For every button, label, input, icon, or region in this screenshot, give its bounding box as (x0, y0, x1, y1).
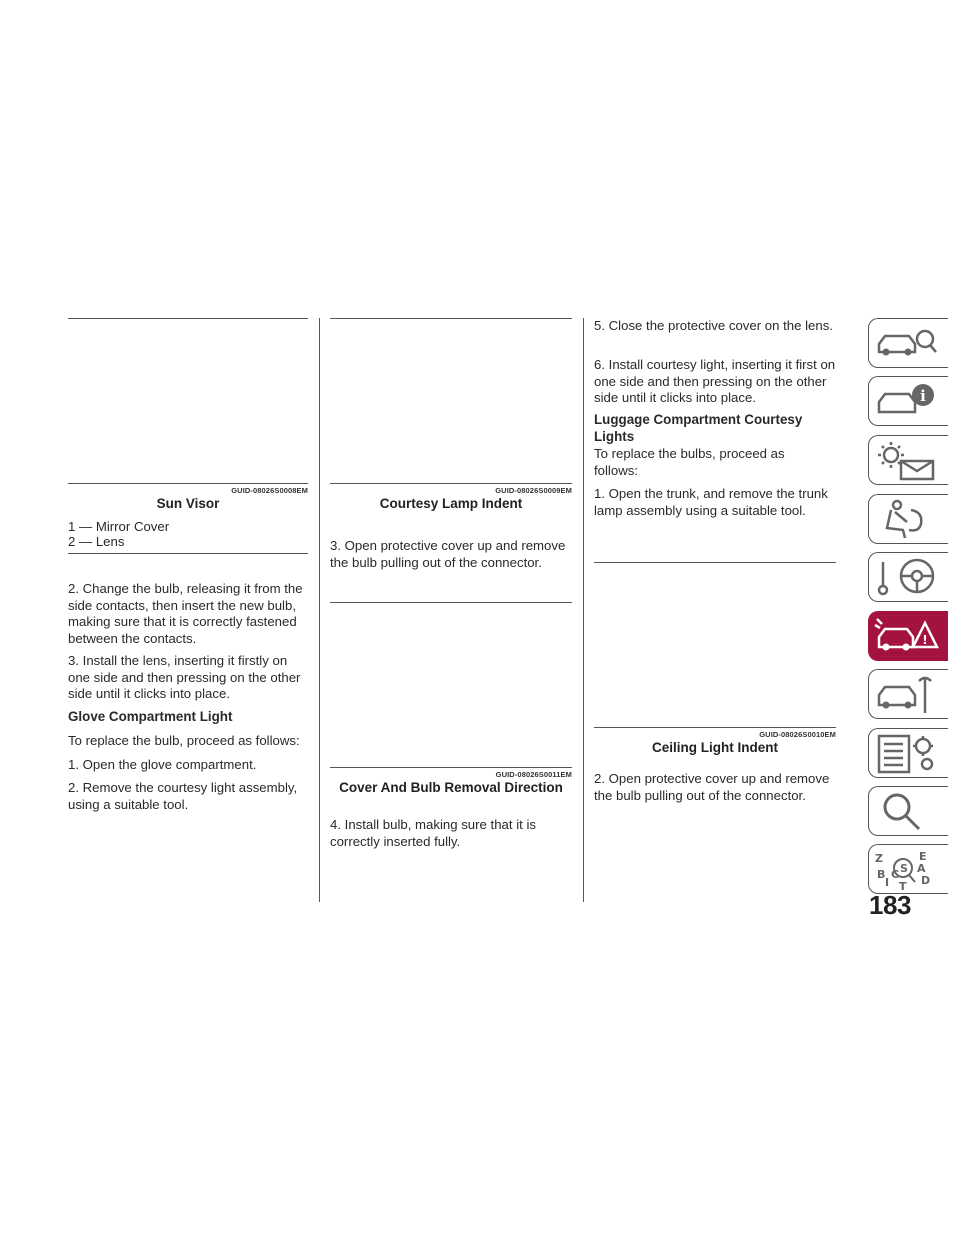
svg-text:E: E (919, 850, 927, 863)
sun-visor-figure (68, 320, 308, 482)
car-search-icon (877, 329, 937, 356)
figure-caption: Courtesy Lamp Indent (379, 496, 523, 511)
instruction-paragraph: 2. Change the bulb, releasing it from th… (68, 581, 303, 646)
column-divider (319, 318, 320, 902)
tab-technical-specifications[interactable] (868, 728, 948, 778)
magnifier-icon (883, 793, 921, 831)
instruction-paragraph: To replace the bulbs, proceed as follows… (594, 446, 785, 478)
svg-text:B: B (877, 868, 885, 881)
tab-starting-operating[interactable] (868, 552, 948, 602)
svg-text:i: i (920, 387, 926, 405)
figure-bottom-rule (330, 483, 572, 484)
svg-text:D: D (921, 874, 930, 887)
instruction-paragraph: 1. Open the trunk, and remove the trunk … (594, 486, 828, 518)
svg-text:!: ! (922, 633, 927, 647)
car-maintenance-wrench-icon (877, 676, 932, 713)
page-number: 183 (869, 890, 911, 920)
section-heading: Glove Compartment Light (68, 709, 233, 724)
tab-warning-lights-messages[interactable] (868, 435, 948, 485)
tab-getting-to-know-vehicle[interactable] (868, 318, 948, 368)
specifications-gear-icon (877, 734, 934, 774)
figure-bottom-rule (68, 483, 308, 484)
instruction-paragraph: 2. Remove the courtesy light assembly, u… (68, 780, 298, 812)
figure-caption: Ceiling Light Indent (652, 740, 778, 755)
figure-caption: Sun Visor (156, 496, 220, 511)
svg-text:C: C (891, 868, 899, 881)
car-info-icon: i (877, 384, 934, 414)
steering-wheel-key-icon (877, 558, 935, 596)
svg-text:Z: Z (875, 852, 883, 865)
tab-safety[interactable] (868, 494, 948, 544)
warning-lights-message-icon (878, 442, 935, 481)
ceiling-light-figure (594, 564, 836, 726)
car-breakdown-warning-icon: ! (874, 618, 940, 651)
figure-top-rule (330, 602, 572, 603)
tab-multimedia[interactable] (868, 786, 948, 836)
cover-bulb-figure (330, 604, 572, 766)
figure-top-rule (68, 318, 308, 319)
figure-code: GUID-08026S0009EM (495, 486, 572, 495)
alphabetical-index-icon: Z E B A IC T D S (875, 850, 930, 890)
instruction-paragraph: 3. Install the lens, inserting it firstl… (68, 653, 301, 701)
figure-code: GUID-08026S0011EM (495, 770, 572, 779)
legend-item: 2 — Lens (68, 534, 125, 549)
instruction-paragraph: 1. Open the glove compartment. (68, 757, 257, 772)
instruction-paragraph: 6. Install courtesy light, inserting it … (594, 357, 836, 405)
svg-text:S: S (900, 862, 908, 875)
column-divider (583, 318, 584, 902)
svg-text:T: T (899, 880, 907, 890)
tab-servicing-maintenance[interactable] (868, 669, 948, 719)
instruction-paragraph: 5. Close the protective cover on the len… (594, 318, 833, 333)
instruction-paragraph: 3. Open protective cover up and remove t… (330, 538, 566, 570)
figure-code: GUID-08026S0008EM (231, 486, 308, 495)
figure-bottom-rule (330, 767, 572, 768)
instruction-paragraph: 2. Open protective cover up and remove t… (594, 771, 830, 803)
tab-getting-to-know-instrument-panel[interactable]: i (868, 376, 948, 426)
figure-caption: Cover And Bulb Removal Direction (339, 780, 563, 795)
svg-text:I: I (885, 876, 889, 889)
figure-top-rule (330, 318, 572, 319)
instruction-paragraph: To replace the bulb, proceed as follows: (68, 733, 300, 748)
courtesy-lamp-figure (330, 320, 572, 482)
figure-top-rule (594, 562, 836, 563)
instruction-paragraph: 4. Install bulb, making sure that it is … (330, 817, 536, 849)
seat-airbag-icon (885, 499, 923, 539)
figure-code: GUID-08026S0010EM (759, 730, 836, 739)
legend-item: 1 — Mirror Cover (68, 519, 170, 534)
legend-rule (68, 553, 308, 554)
svg-text:A: A (917, 862, 926, 875)
tab-in-case-of-emergency[interactable]: ! (868, 611, 948, 661)
section-heading: Luggage Compartment Courtesy Lights (594, 412, 803, 444)
figure-bottom-rule (594, 727, 836, 728)
